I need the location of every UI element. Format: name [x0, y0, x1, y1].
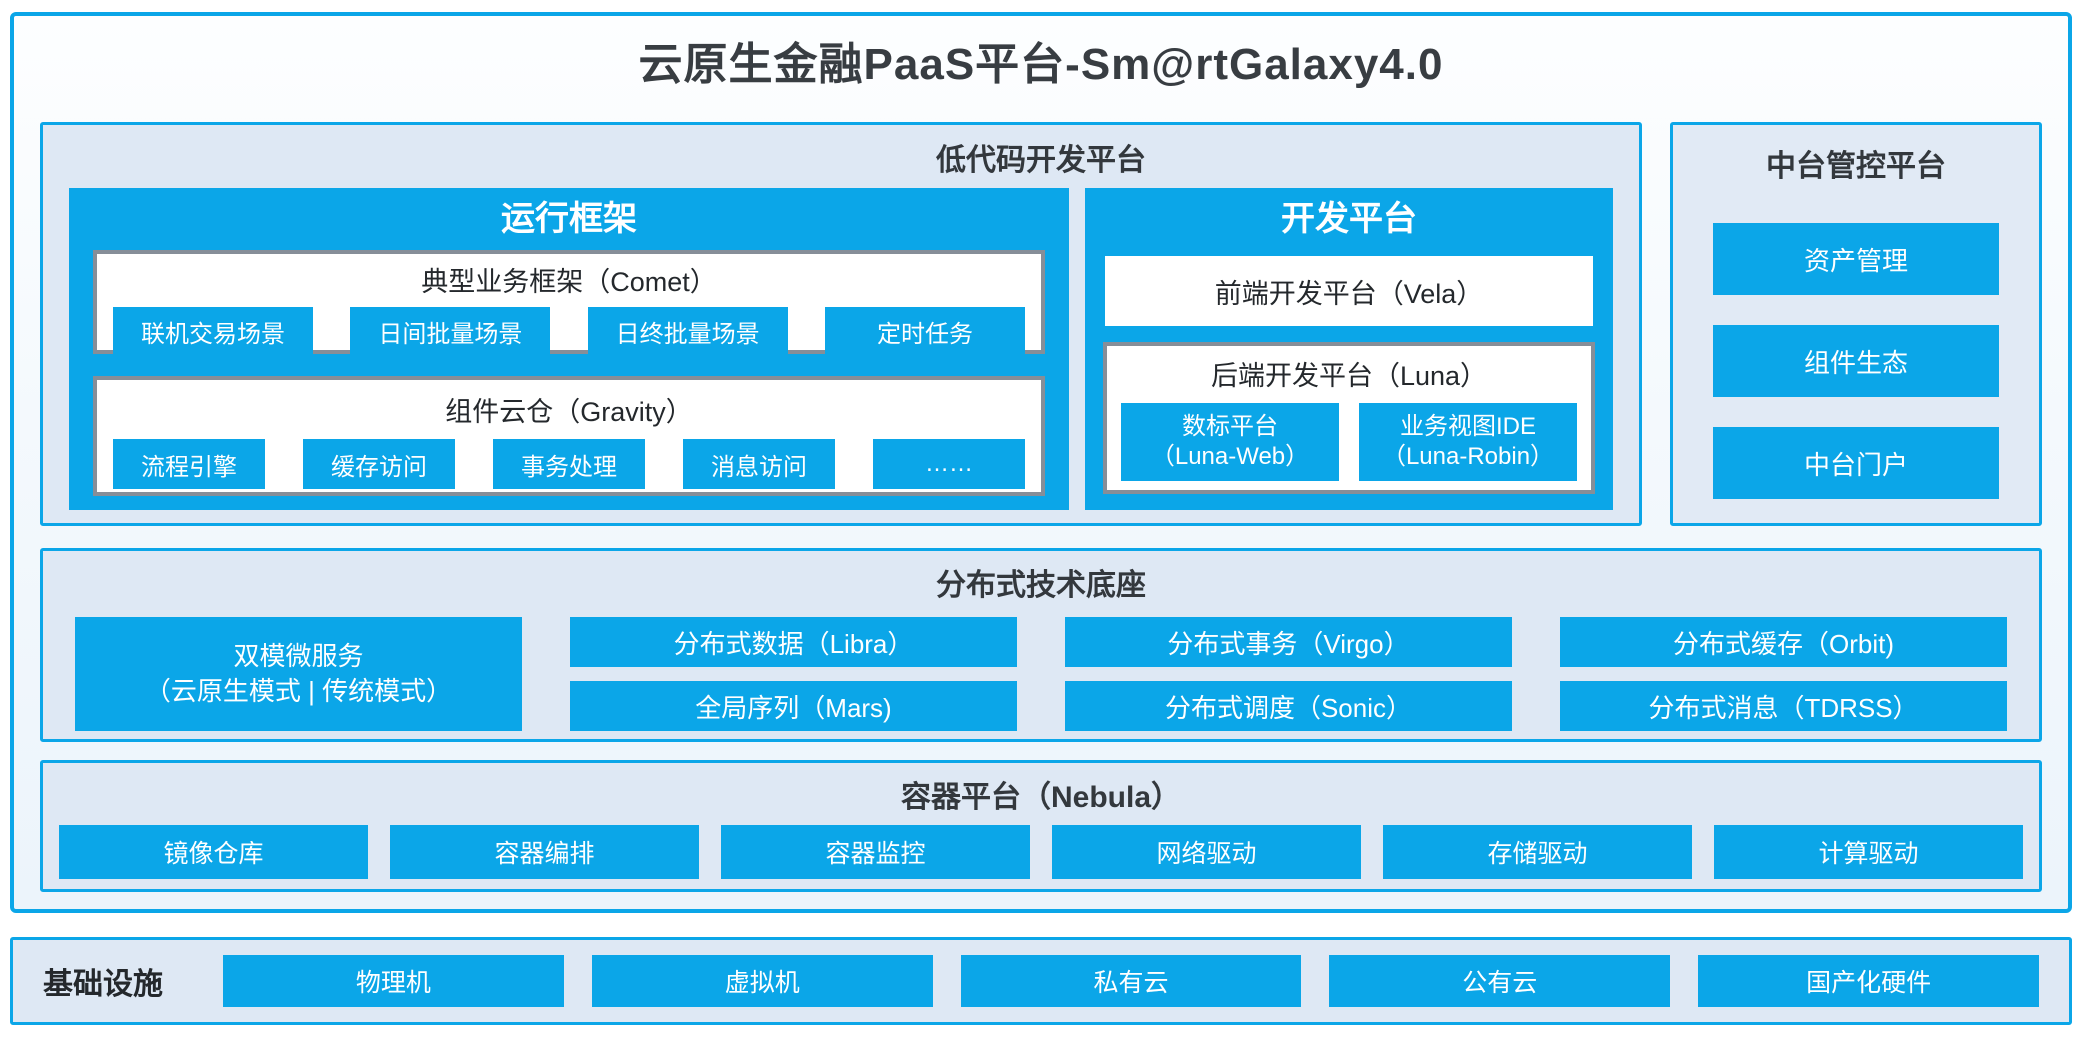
top-row: 低代码开发平台 运行框架 典型业务框架（Comet） 联机交易场景 日间批量场景…: [40, 122, 2042, 526]
gravity-chip-row: 流程引擎 缓存访问 事务处理 消息访问 ……: [113, 439, 1025, 489]
nebula-chip: 镜像仓库: [59, 825, 368, 879]
container-platform-chips: 镜像仓库 容器编排 容器监控 网络驱动 存储驱动 计算驱动: [59, 825, 2023, 879]
luna-title: 后端开发平台（Luna）: [1210, 361, 1488, 391]
gravity-chip: 消息访问: [683, 439, 835, 489]
vela-box: 前端开发平台（Vela）: [1105, 256, 1593, 326]
dist-column-dual-mode: 双模微服务 （云原生模式 | 传统模式）: [75, 617, 522, 731]
dist-box: 分布式缓存（Orbit): [1560, 617, 2007, 667]
dist-column: 分布式缓存（Orbit) 分布式消息（TDRSS）: [1560, 617, 2007, 731]
panel-low-code-platform: 低代码开发平台 运行框架 典型业务框架（Comet） 联机交易场景 日间批量场景…: [40, 122, 1642, 526]
dist-box: 分布式事务（Virgo）: [1065, 617, 1512, 667]
mid-platform-chip: 中台门户: [1713, 427, 1999, 499]
mid-platform-chips: 资产管理 组件生态 中台门户: [1673, 223, 2039, 499]
mid-platform-title: 中台管控平台: [1766, 150, 1946, 183]
nebula-chip: 存储驱动: [1383, 825, 1692, 879]
comet-chip: 联机交易场景: [113, 307, 313, 355]
infrastructure-title: 基础设施: [43, 968, 163, 1001]
gravity-chip: ……: [873, 439, 1025, 489]
mid-platform-chip: 资产管理: [1713, 223, 1999, 295]
infra-chip: 公有云: [1329, 955, 1671, 1007]
dist-column: 分布式数据（Libra） 全局序列（Mars): [570, 617, 1017, 731]
page-title: 云原生金融PaaS平台-Sm@rtGalaxy4.0: [638, 40, 1444, 89]
chip-line: 业务视图IDE: [1399, 413, 1536, 440]
distributed-body: 双模微服务 （云原生模式 | 传统模式） 分布式数据（Libra） 全局序列（M…: [75, 617, 2007, 731]
panel-distributed-base: 分布式技术底座 双模微服务 （云原生模式 | 传统模式） 分布式数据（Libra…: [40, 548, 2042, 742]
infra-chip: 物理机: [223, 955, 564, 1007]
nebula-chip: 容器编排: [390, 825, 699, 879]
runtime-framework-panel: 运行框架 典型业务框架（Comet） 联机交易场景 日间批量场景 日终批量场景 …: [69, 188, 1069, 510]
chip-line: （云原生模式 | 传统模式）: [144, 676, 453, 706]
distributed-base-title: 分布式技术底座: [936, 569, 1146, 602]
mid-platform-chip: 组件生态: [1713, 325, 1999, 397]
low-code-body: 运行框架 典型业务框架（Comet） 联机交易场景 日间批量场景 日终批量场景 …: [69, 188, 1613, 510]
dist-box: 全局序列（Mars): [570, 681, 1017, 731]
infra-chip: 国产化硬件: [1698, 955, 2039, 1007]
nebula-chip: 计算驱动: [1714, 825, 2023, 879]
comet-chip: 日间批量场景: [350, 307, 551, 355]
dist-box: 分布式数据（Libra）: [570, 617, 1017, 667]
platform-frame: 云原生金融PaaS平台-Sm@rtGalaxy4.0 低代码开发平台 运行框架 …: [10, 12, 2072, 913]
nebula-chip: 容器监控: [721, 825, 1030, 879]
gravity-box: 组件云仓（Gravity） 流程引擎 缓存访问 事务处理 消息访问 ……: [93, 376, 1045, 496]
dist-box: 分布式调度（Sonic）: [1065, 681, 1512, 731]
panel-mid-platform: 中台管控平台 资产管理 组件生态 中台门户: [1670, 122, 2042, 526]
gravity-chip: 流程引擎: [113, 439, 265, 489]
dist-box: 分布式消息（TDRSS）: [1560, 681, 2007, 731]
chip-line: 双模微服务: [233, 641, 364, 671]
chip-line: 数标平台: [1182, 413, 1278, 440]
comet-chip: 日终批量场景: [587, 307, 788, 355]
comet-chip: 定时任务: [824, 307, 1025, 355]
dist-box-dual-mode: 双模微服务 （云原生模式 | 传统模式）: [75, 617, 522, 731]
luna-box: 后端开发平台（Luna） 数标平台 （Luna-Web） 业务视图IDE （Lu…: [1103, 342, 1595, 494]
panel-container-platform: 容器平台（Nebula） 镜像仓库 容器编排 容器监控 网络驱动 存储驱动 计算…: [40, 760, 2042, 892]
chip-line: （Luna-Web）: [1150, 443, 1310, 470]
container-platform-title: 容器平台（Nebula）: [900, 781, 1182, 814]
dev-platform-title: 开发平台: [1281, 200, 1417, 238]
dev-platform-panel: 开发平台 前端开发平台（Vela） 后端开发平台（Luna） 数标平台 （Lun…: [1085, 188, 1613, 510]
comet-title: 典型业务框架（Comet）: [421, 267, 717, 297]
low-code-platform-title: 低代码开发平台: [936, 144, 1146, 177]
infra-chip: 私有云: [960, 955, 1302, 1007]
panel-infrastructure: 基础设施 物理机 虚拟机 私有云 公有云 国产化硬件: [10, 937, 2072, 1025]
luna-chip: 业务视图IDE （Luna-Robin）: [1359, 403, 1577, 481]
gravity-chip: 缓存访问: [303, 439, 455, 489]
gravity-chip: 事务处理: [493, 439, 645, 489]
luna-chip: 数标平台 （Luna-Web）: [1121, 403, 1339, 481]
luna-chip-row: 数标平台 （Luna-Web） 业务视图IDE （Luna-Robin）: [1121, 403, 1577, 481]
comet-chip-row: 联机交易场景 日间批量场景 日终批量场景 定时任务: [113, 307, 1025, 355]
dist-column: 分布式事务（Virgo） 分布式调度（Sonic）: [1065, 617, 1512, 731]
runtime-framework-title: 运行框架: [501, 200, 637, 238]
nebula-chip: 网络驱动: [1052, 825, 1361, 879]
gravity-title: 组件云仓（Gravity）: [445, 397, 693, 427]
comet-box: 典型业务框架（Comet） 联机交易场景 日间批量场景 日终批量场景 定时任务: [93, 250, 1045, 355]
chip-line: （Luna-Robin）: [1381, 443, 1555, 470]
infra-chip: 虚拟机: [591, 955, 933, 1007]
